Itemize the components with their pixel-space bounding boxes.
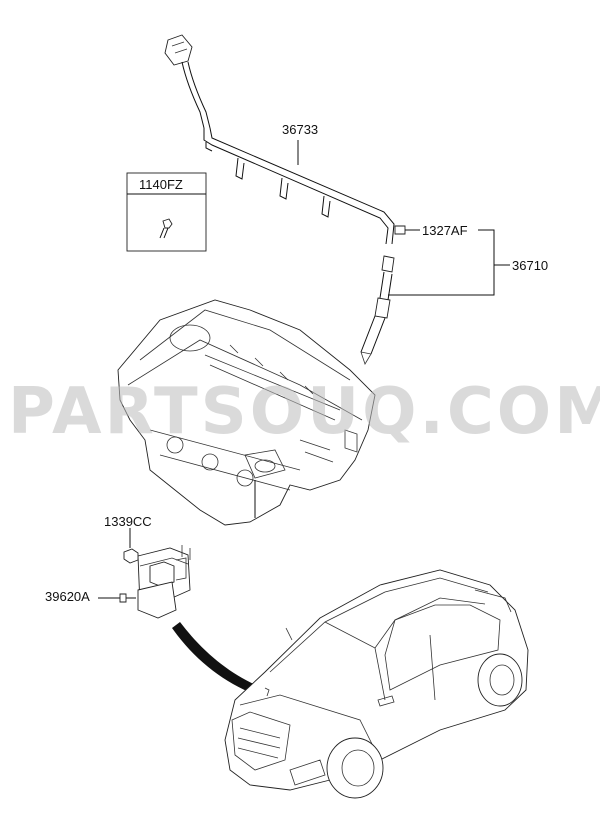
cylinder-head (117, 299, 376, 526)
part-label-1140fz[interactable]: 1140FZ (139, 177, 183, 192)
relay-nut[interactable] (123, 548, 139, 564)
glow-plug-harness[interactable] (164, 34, 395, 245)
vehicle-illustration (224, 569, 529, 799)
part-label-1339cc[interactable]: 1339CC (104, 514, 152, 529)
glow-plug[interactable] (360, 225, 406, 365)
part-label-1327af[interactable]: 1327AF (422, 223, 468, 238)
part-label-39620a[interactable]: 39620A (45, 589, 90, 604)
watermark: PARTSOUQ.COM (8, 375, 600, 449)
bolt-callout-box[interactable] (126, 172, 207, 252)
glow-relay[interactable] (137, 545, 191, 619)
part-label-36710[interactable]: 36710 (512, 258, 548, 273)
part-label-36733[interactable]: 36733 (282, 122, 318, 137)
